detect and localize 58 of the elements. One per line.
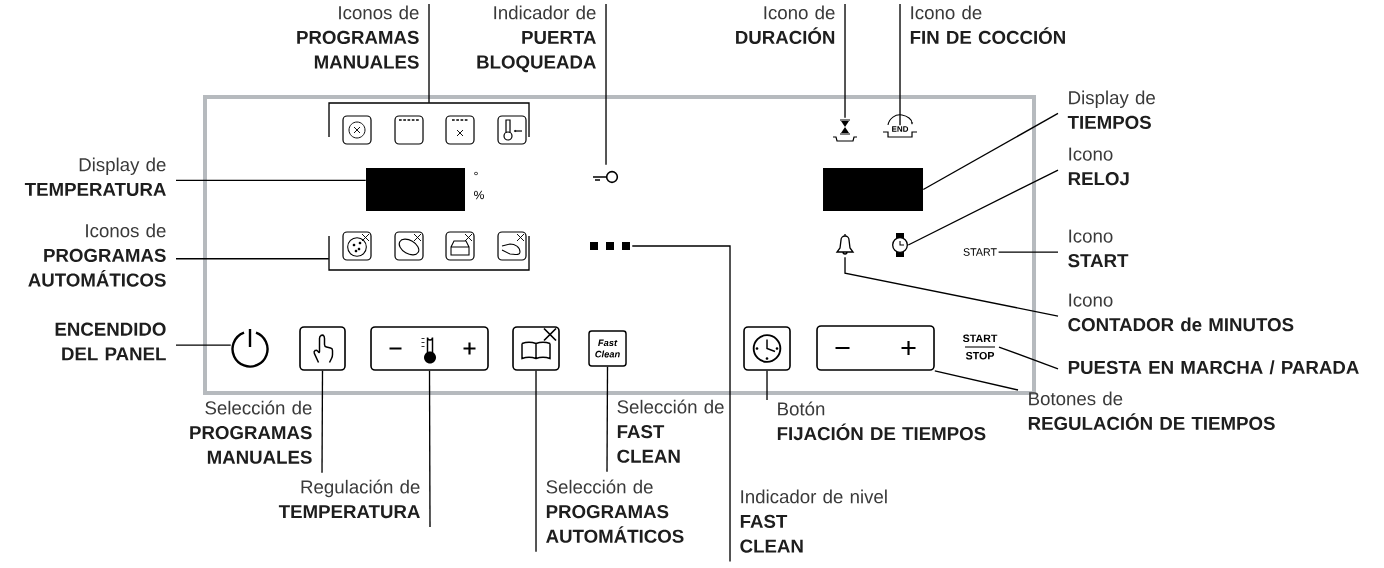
callout-text: Icono RELOJ (1068, 147, 1129, 186)
callout-text: Selección de PROGRAMAS AUTOMÁTICOS (546, 479, 684, 543)
leader-line (535, 370, 537, 553)
callout-text: Indicador de PUERTA BLOQUEADA (477, 5, 596, 73)
leader-line (428, 370, 431, 528)
book-button (512, 326, 560, 371)
leader-line (899, 3, 901, 126)
leader-line (766, 370, 768, 401)
leader-line (428, 3, 430, 104)
leader-line (605, 3, 607, 166)
callout-text: Iconos de PROGRAMAS MANUALES (297, 5, 419, 69)
callout-text: Icono de DURACIÓN (736, 5, 835, 44)
leader-line (907, 169, 1059, 246)
callout-text: PUESTA EN MARCHA / PARADA (1068, 360, 1359, 375)
leader-line (321, 370, 324, 474)
unit-symbol: ° (474, 171, 478, 176)
hand-button (299, 326, 346, 371)
leader-line (175, 179, 367, 182)
leader-line (997, 251, 1059, 253)
callout-text: Regulación de TEMPERATURA (278, 479, 420, 519)
bell-icon (836, 233, 854, 255)
leader-line (175, 258, 330, 260)
callout-text: Icono START (1068, 229, 1129, 268)
leader-line (998, 346, 1059, 370)
start-stop-label: START STOP (962, 334, 998, 360)
leader-line (844, 3, 846, 119)
hourglass-icon (832, 119, 858, 142)
callout-text: Display de TIEMPOS (1067, 90, 1155, 129)
icon-group (328, 102, 530, 145)
watch-icon (892, 233, 908, 257)
icon-group (328, 231, 530, 271)
callout-text: Indicador de nivel FAST CLEAN (740, 489, 887, 553)
leader-line (631, 245, 731, 563)
temperature-button (370, 326, 489, 371)
callout-text: ENCENDIDO DEL PANEL (55, 322, 166, 361)
leader-line (922, 112, 1059, 191)
display-screen (823, 168, 923, 211)
leader-line (606, 366, 609, 473)
unit-symbol: % (474, 190, 484, 200)
display-screen (366, 168, 465, 211)
callout-text: Botón FIJACIÓN DE TIEMPOS (777, 401, 986, 441)
power-icon (231, 329, 269, 368)
fast-clean-button: Fast Clean (588, 330, 627, 367)
time-button (816, 325, 935, 371)
callout-text: Display de TEMPERATURA (24, 157, 166, 196)
key-icon (592, 170, 619, 184)
panel-text: START (963, 248, 997, 256)
callout-text: Iconos de PROGRAMAS AUTOMÁTICOS (28, 223, 166, 287)
level-indicator (590, 242, 630, 250)
callout-text: Botones de REGULACIÓN DE TIEMPOS (1028, 391, 1275, 430)
leader-line (934, 370, 1019, 391)
callout-text: Icono CONTADOR de MINUTOS (1068, 293, 1294, 332)
callout-text: Selección de FAST CLEAN (617, 399, 724, 463)
leader-line (175, 344, 232, 346)
callout-text: Selección de PROGRAMAS MANUALES (190, 400, 312, 464)
clock-button (743, 326, 791, 371)
leader-line (844, 256, 1059, 317)
callout-text: Icono de FIN DE COCCIÓN (910, 5, 1065, 44)
